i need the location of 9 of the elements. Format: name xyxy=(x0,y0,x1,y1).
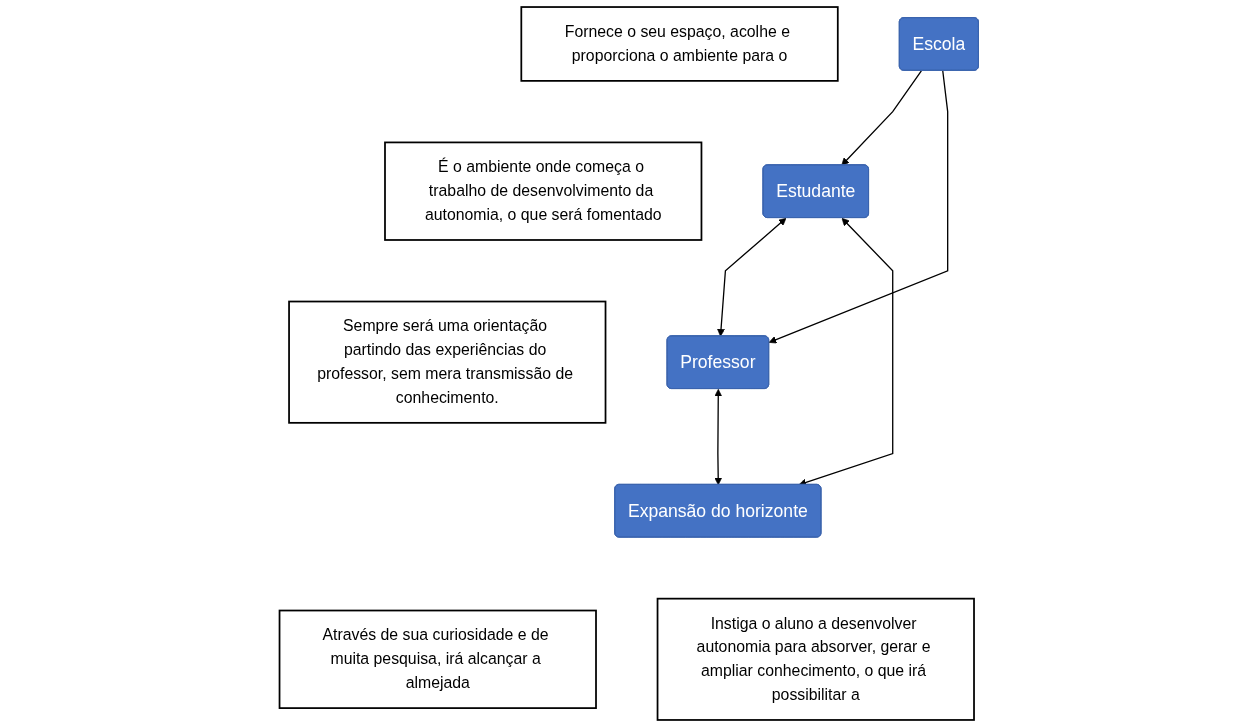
node-box: Instiga o aluno a desenvolver autonomia para absorver, gerar e ampliar conhecimento, o que irá possibilitar a xyxy=(656,597,975,721)
node-box: Através de sua curiosidade e de muita pesquisa, irá alcançar a almejada xyxy=(278,609,597,709)
node-box: É o ambiente onde começa o trabalho de desenvolvimento da autonomia, o que será fomentado xyxy=(384,141,703,241)
arrow xyxy=(714,389,723,486)
arrow xyxy=(841,70,922,166)
arrow xyxy=(717,217,787,337)
node-box: Fornece o seu espaço, acolhe e proporciona o ambiente para o xyxy=(520,6,839,82)
node-box: Sempre será uma orientação partindo das experiências do professor, sem mera transmissão de conhecimento. xyxy=(288,300,607,424)
arrow xyxy=(768,70,949,344)
